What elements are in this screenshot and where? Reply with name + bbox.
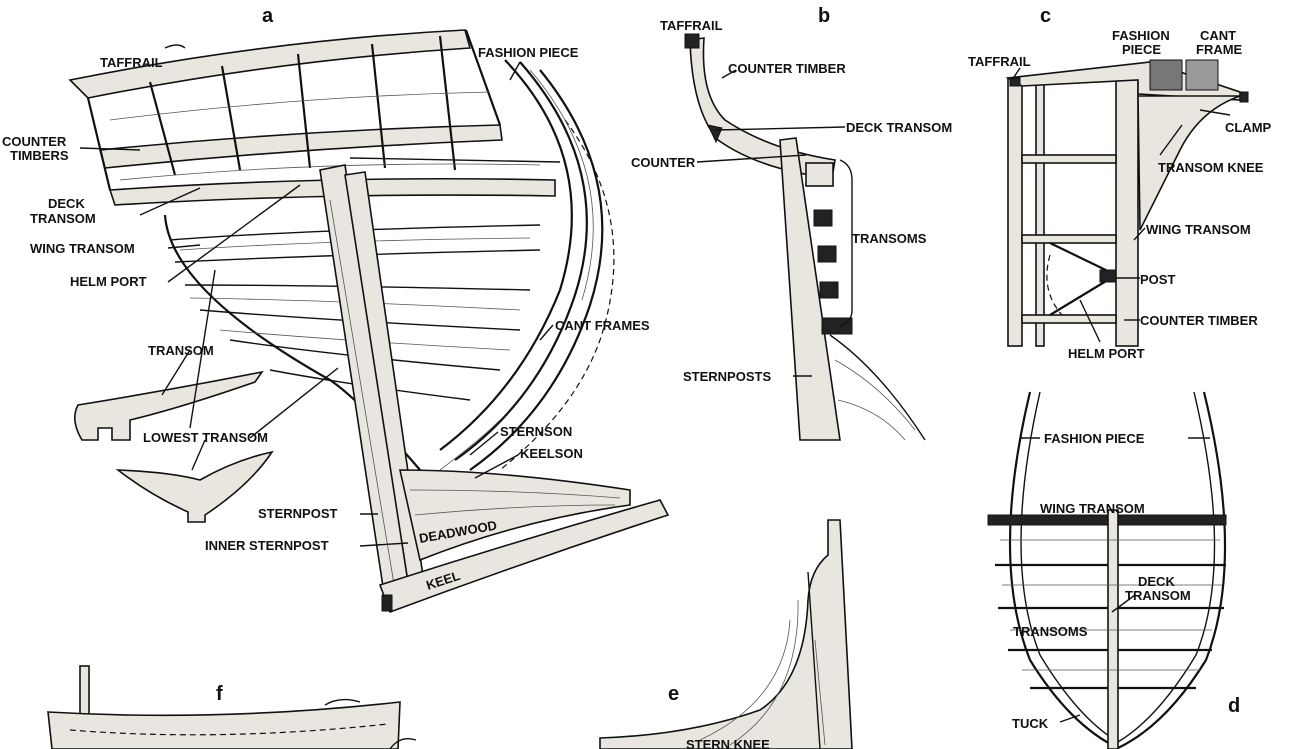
panel-f-hull: [47, 701, 401, 749]
panel-d: d FASHION PIECE WING TRANSOM DECK TRANSO…: [987, 391, 1240, 749]
panel-b-taffrail-block: [684, 33, 700, 49]
panel-a-counter-timbers-label-2: TIMBERS: [10, 148, 69, 163]
panel-b-counter-timber-label: COUNTER TIMBER: [728, 61, 846, 76]
panel-d-wing-transom-label: WING TRANSOM: [1040, 501, 1145, 516]
panel-a-keelson-label: KEELSON: [520, 446, 583, 461]
panel-c-rail-3: [1021, 314, 1117, 324]
panel-b-letter: b: [818, 5, 830, 27]
panel-b-counter-timber: [689, 37, 836, 179]
panel-c-inner-post: [1035, 79, 1045, 347]
panel-d-sternpost: [1107, 509, 1119, 749]
panel-b-counter-block: [805, 162, 834, 187]
panel-a-deck-transom-label-2: TRANSOM: [30, 211, 96, 226]
panel-f-letter: f: [216, 683, 223, 705]
panel-a-sternson-label: STERNSON: [500, 424, 572, 439]
panel-b-sternpost: [779, 137, 841, 441]
panel-c-counter-timber-label: COUNTER TIMBER: [1140, 313, 1258, 328]
panel-b-transom-block-1: [813, 209, 833, 227]
panel-a-deadwood: [399, 419, 631, 562]
panel-a-counter-timbers-label-1: COUNTER: [2, 134, 67, 149]
panel-a-sternpost-label: STERNPOST: [258, 506, 338, 521]
panel-a-cant-frames: [439, 59, 615, 471]
panel-c-cant-frame-label-2: FRAME: [1196, 42, 1243, 57]
panel-d-transoms-label: TRANSOMS: [1013, 624, 1088, 639]
panel-d-tuck-label: TUCK: [1012, 716, 1049, 731]
panel-a-keel: [378, 499, 670, 614]
panel-b-transom-block-2: [817, 245, 837, 263]
panel-a-sternpost: [319, 164, 426, 601]
panel-c-letter: c: [1040, 5, 1051, 27]
panel-b: b TAFFRAIL COUNTER TIMBER DECK TRANSOM C…: [631, 5, 952, 441]
panel-a-wing-transom-label: WING TRANSOM: [30, 241, 135, 256]
panel-b-transom-block-4: [821, 317, 853, 335]
panel-b-deck-transom-label: DECK TRANSOM: [846, 120, 952, 135]
panel-c-rail-2: [1021, 234, 1117, 244]
panel-c-post-label: POST: [1140, 272, 1175, 287]
panel-c-helm-port-label: HELM PORT: [1068, 346, 1145, 361]
panel-a-fashion-piece-label: FASHION PIECE: [478, 45, 579, 60]
panel-a-transom-label: TRANSOM: [148, 343, 214, 358]
panel-b-counter-label: COUNTER: [631, 155, 696, 170]
panel-c-clamp-block: [1239, 91, 1249, 103]
panel-d-wing-transom: [987, 514, 1227, 526]
panel-a-deck-transom-label-1: DECK: [48, 196, 85, 211]
panel-c-rail-1: [1021, 154, 1117, 164]
panel-f: f: [47, 665, 417, 749]
panel-e-letter: e: [668, 683, 679, 705]
panel-a-transom-piece: [74, 370, 264, 441]
panel-a-lowest-transom-label: LOWEST TRANSOM: [143, 430, 268, 445]
panel-f-post: [79, 665, 90, 749]
panel-a-leader-lines: [79, 44, 561, 547]
panel-a-lowest-transom-piece: [115, 450, 274, 523]
panel-a: a: [2, 5, 670, 614]
panel-c-cant-frame-block: [1185, 59, 1219, 91]
panel-c-taffrail-post: [1007, 77, 1023, 347]
panel-c-fashion-piece-label-1: FASHION: [1112, 28, 1170, 43]
panel-e-stern-knee-label: STERN KNEE: [686, 737, 770, 749]
panel-c-fashion-post: [1115, 69, 1139, 347]
panel-c-clamp-label: CLAMP: [1225, 120, 1272, 135]
panel-c-fashion-piece-block: [1149, 59, 1183, 91]
panel-d-deck-transom-label-2: TRANSOM: [1125, 588, 1191, 603]
panel-a-letter: a: [262, 5, 274, 27]
panel-c: c TAFFRAIL FASHION PIECE CANT FRAME CLAM…: [968, 5, 1272, 361]
panel-a-inner-sternpost-label: INNER STERNPOST: [205, 538, 329, 553]
panel-b-taffrail-label: TAFFRAIL: [660, 18, 723, 33]
panel-b-transoms-label: TRANSOMS: [852, 231, 927, 246]
panel-c-transom-knee-label: TRANSOM KNEE: [1158, 160, 1264, 175]
panel-d-letter: d: [1228, 695, 1240, 717]
panel-a-helm-port-label: HELM PORT: [70, 274, 147, 289]
panel-a-taffrail-label: TAFFRAIL: [100, 55, 163, 70]
panel-b-sternposts-label: STERNPOSTS: [683, 369, 771, 384]
panel-c-taffrail-label: TAFFRAIL: [968, 54, 1031, 69]
panel-e: e STERN KNEE: [599, 519, 853, 749]
panel-c-cant-frame-label-1: CANT: [1200, 28, 1236, 43]
panel-c-post-block: [1099, 269, 1117, 283]
panel-d-fashion-piece-label: FASHION PIECE: [1044, 431, 1145, 446]
panel-a-cant-frames-label: CANT FRAMES: [555, 318, 650, 333]
panel-b-transom-block-3: [819, 281, 839, 299]
panel-c-fashion-piece-label-2: PIECE: [1122, 42, 1161, 57]
panel-c-transom-knee: [1137, 95, 1241, 231]
panel-d-deck-transom-label-1: DECK: [1138, 574, 1175, 589]
panel-e-stern-knee: [599, 519, 853, 749]
panel-c-wing-transom-label: WING TRANSOM: [1146, 222, 1251, 237]
